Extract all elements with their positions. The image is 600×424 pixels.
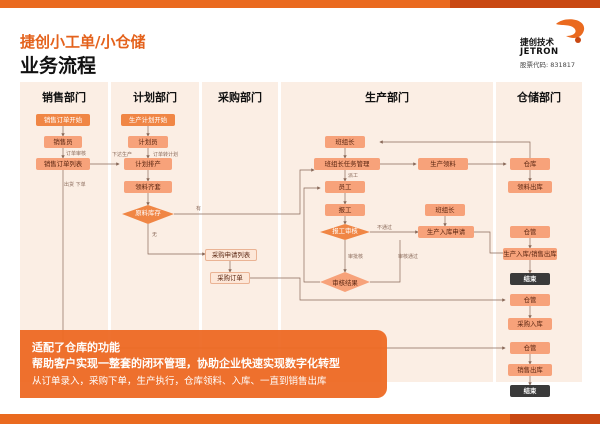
label-order-review: 订单审核 — [66, 151, 87, 157]
logo-mark-icon — [556, 19, 585, 43]
lane-production-header: 生产部门 — [365, 91, 409, 104]
node-prod-pick: 生产领料 — [418, 158, 468, 170]
label-issue-plan: 下达生产 — [112, 152, 133, 158]
node-plan-order: 计划排产 — [124, 158, 172, 170]
node-report: 报工 — [325, 204, 365, 216]
node-review-result: 审核结果 — [332, 279, 358, 287]
label-pass: 审核通过 — [398, 254, 419, 260]
node-prod-inbound-req: 生产入库申请 — [418, 226, 474, 238]
label-sales-ship: 出货 下单 — [64, 182, 86, 188]
node-sales-staff: 销售员 — [44, 136, 82, 148]
node-wh-pick-out: 领料出库 — [508, 181, 552, 193]
feature-callout: 适配了仓库的功能 帮助客户实现一整套的闭环管理，协助企业快速实现数字化转型 从订… — [20, 330, 387, 398]
label-approve: 审批核 — [348, 254, 364, 260]
label-no: 无 — [152, 232, 158, 238]
bottom-accent-bar — [0, 414, 600, 424]
label-not-pass: 不通过 — [377, 225, 393, 231]
stock-code: 股票代码: 831817 — [520, 61, 576, 69]
node-task-manage: 班组长任务管理 — [314, 158, 380, 170]
label-dispatch: 派工 — [348, 173, 359, 179]
node-end-2: 结束 — [510, 385, 550, 397]
page-subtitle: 捷创小工单/小仓储 — [20, 33, 146, 51]
node-wh-keeper-3: 仓管 — [510, 342, 550, 354]
page-title: 业务流程 — [20, 55, 97, 77]
logo-text-cn: 捷创技术 — [520, 38, 555, 48]
node-sales-start: 销售订单开始 — [36, 114, 90, 126]
stock-check-diamond — [122, 205, 174, 224]
node-plan-start: 生产计划开始 — [121, 114, 175, 126]
node-sales-list: 销售订单列表 — [36, 158, 90, 170]
node-staff: 员工 — [325, 181, 365, 193]
label-yes: 有 — [196, 206, 202, 212]
node-end-1: 结束 — [510, 273, 550, 285]
top-accent-bar-dark — [450, 0, 600, 8]
node-mat-ready: 领料齐套 — [124, 181, 172, 193]
lane-plan-header: 计划部门 — [133, 91, 177, 104]
review-result-diamond — [320, 272, 370, 292]
lane-warehouse-header: 仓储部门 — [517, 91, 561, 104]
company-logo: 捷创技术 JETRON 股票代码: 831817 — [520, 18, 590, 69]
lane-purchase-header: 采购部门 — [218, 91, 262, 104]
callout-line-1: 适配了仓库的功能 — [32, 341, 120, 354]
callout-line-3: 从订单录入，采购下单，生产执行，仓库领料、入库、一直到销售出库 — [32, 376, 327, 387]
logo-text-en: JETRON — [520, 47, 559, 57]
node-wh-sales-out: 销售出库 — [508, 364, 552, 376]
node-wh-keeper-2: 仓管 — [510, 294, 550, 306]
callout-line-2: 帮助客户实现一整套的闭环管理，协助企业快速实现数字化转型 — [32, 357, 340, 370]
report-review-diamond — [320, 224, 370, 240]
node-stock-check: 原料库存 — [135, 209, 161, 217]
node-wh-keeper-1: 仓管 — [510, 226, 550, 238]
node-warehouse-1: 仓库 — [510, 158, 550, 170]
node-team-leader-mid: 班组长 — [425, 204, 465, 216]
lane-sales-header: 销售部门 — [42, 91, 86, 104]
label-order-plan: 订单转计划 — [153, 152, 179, 158]
node-wh-prod-in: 生产入库/销售出库 — [503, 248, 557, 260]
bottom-accent-bar-dark — [510, 414, 600, 424]
node-purchase-req: 采购申请列表 — [205, 249, 257, 261]
node-team-leader-top: 班组长 — [325, 136, 365, 148]
node-planner: 计划员 — [128, 136, 168, 148]
node-purchase-order: 采购订单 — [210, 272, 250, 284]
top-accent-bar — [0, 0, 600, 8]
node-report-review: 报工审核 — [332, 227, 358, 235]
node-wh-purchase-in: 采购入库 — [508, 318, 552, 330]
